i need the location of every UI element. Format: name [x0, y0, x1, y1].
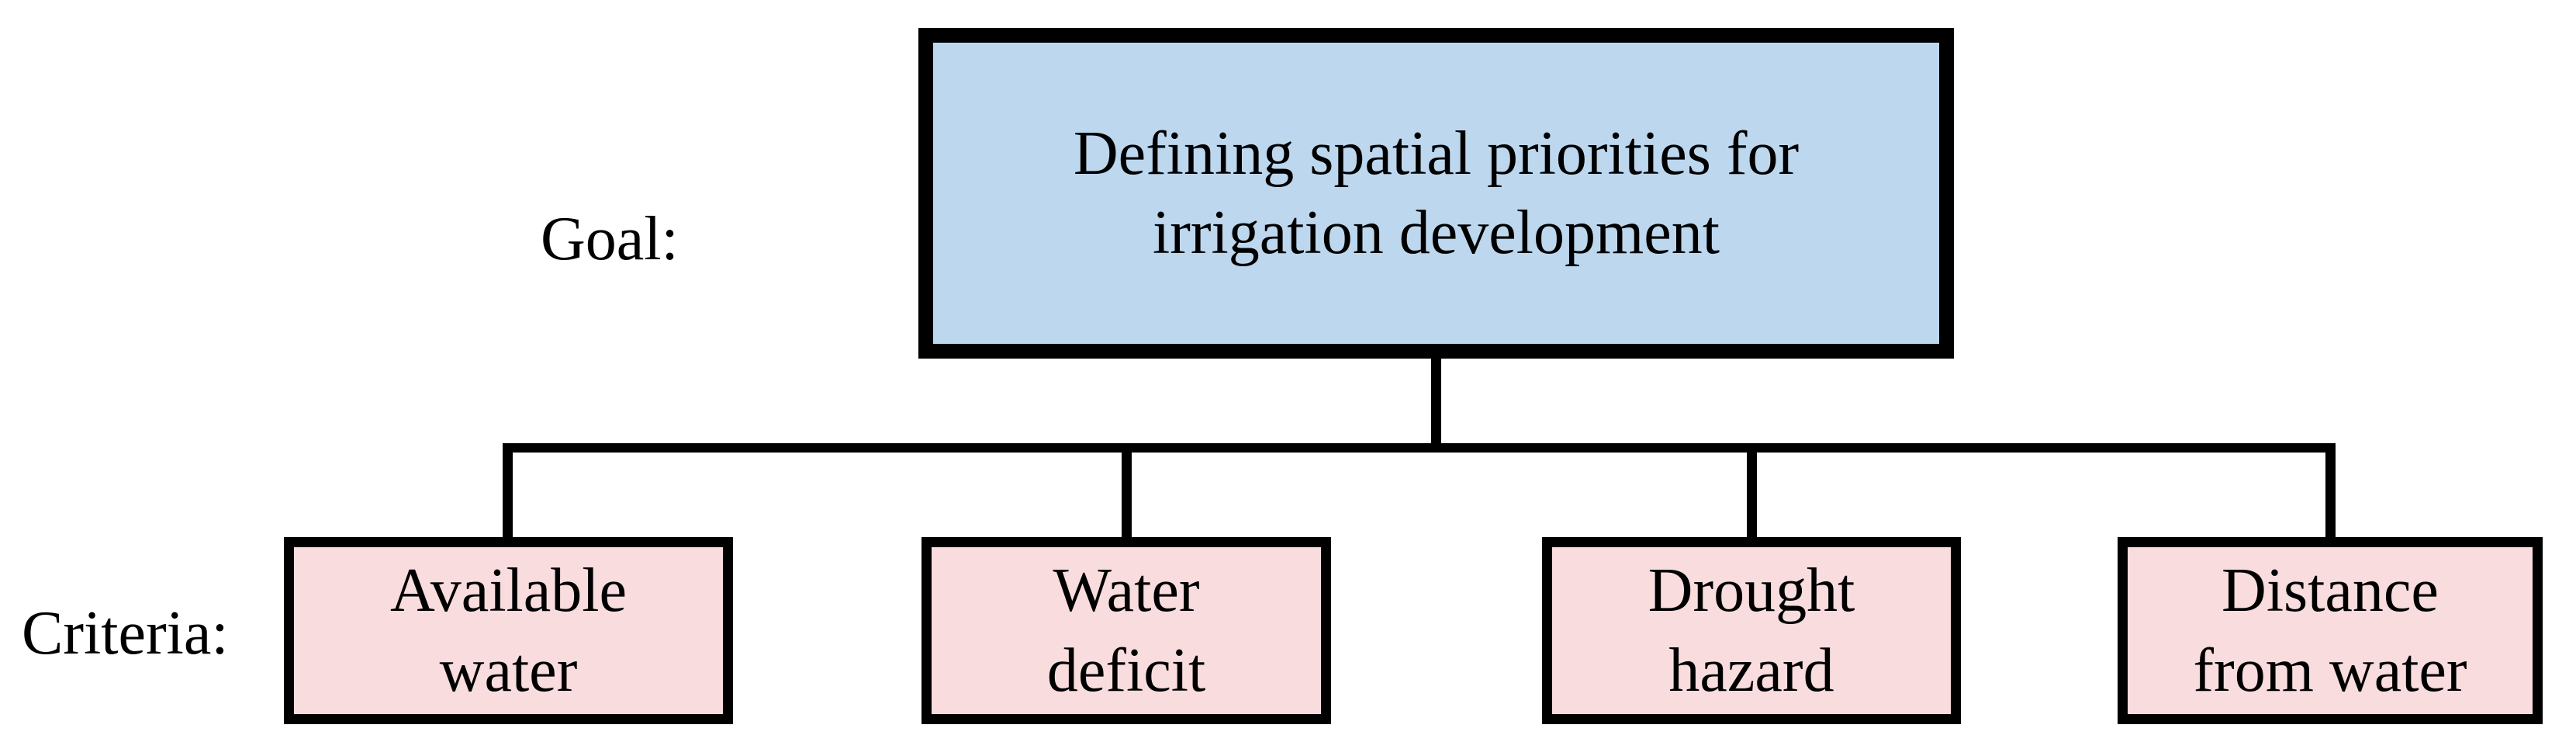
criteria-box-available-water: Available water [284, 537, 733, 724]
criteria-box-line2: deficit [1046, 636, 1206, 705]
connector-drop-available-water [503, 448, 513, 541]
criteria-row-label: Criteria: [22, 599, 229, 668]
goal-box-line1: Defining spatial priorities for [1073, 119, 1800, 188]
criteria-box-line2: from water [2193, 636, 2467, 705]
connector-goal-stem [1431, 357, 1441, 448]
criteria-box-line2: water [439, 636, 578, 705]
goal-box: Defining spatial priorities for irrigati… [918, 28, 1954, 359]
criteria-box-line1: Water [1053, 557, 1200, 626]
criteria-box-line1: Drought [1648, 557, 1855, 626]
goal-box-line2: irrigation development [1153, 199, 1720, 267]
criteria-box-water-deficit: Water deficit [921, 537, 1331, 724]
criteria-box-line1: Distance [2222, 557, 2439, 626]
criteria-box-drought-hazard: Drought hazard [1542, 537, 1961, 724]
connector-drop-drought-hazard [1747, 448, 1757, 541]
goal-row-label: Goal: [541, 205, 679, 273]
criteria-box-line2: hazard [1668, 636, 1834, 705]
criteria-box-distance-from-water: Distance from water [2118, 537, 2543, 724]
connector-drop-water-deficit [1122, 448, 1132, 541]
criteria-box-line1: Available [389, 557, 628, 626]
connector-drop-distance-from-water [2325, 448, 2336, 541]
connector-horizontal [503, 443, 2336, 453]
